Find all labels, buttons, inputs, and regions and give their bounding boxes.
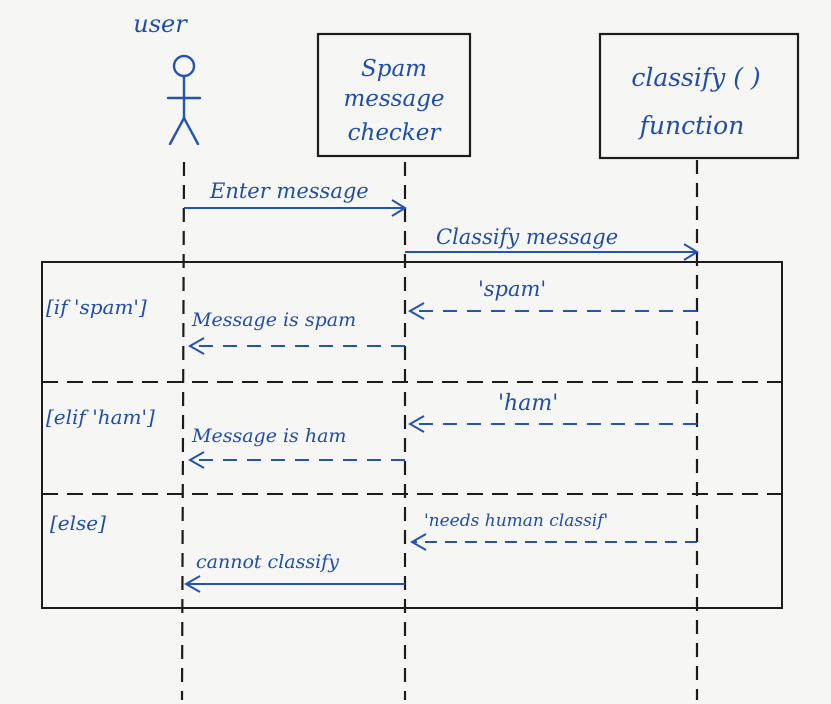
return-needs-human-label: 'needs human classif' — [424, 511, 608, 531]
guard-elif-ham: [elif 'ham'] — [46, 405, 155, 429]
return-ham: 'ham' — [407, 391, 697, 433]
message-enter-label: Enter message — [209, 179, 369, 203]
guard-if-spam: [if 'spam'] — [46, 295, 147, 319]
reply-spam-label: Message is spam — [191, 309, 356, 331]
return-spam: 'spam' — [407, 277, 697, 320]
lifelines — [180, 160, 699, 701]
participant-spam-checker: Spam message checker — [316, 32, 472, 158]
reply-ham-label: Message is ham — [191, 425, 346, 447]
return-ham-label: 'ham' — [498, 391, 558, 416]
participant-classify-line-1: classify ( ) — [631, 63, 760, 92]
participant-classify-line-2: function — [638, 111, 745, 140]
reply-cannot-classify: cannot classify — [183, 551, 405, 593]
fragment-frame — [41, 261, 783, 609]
stick-figure-icon — [166, 54, 202, 146]
participant-box — [316, 32, 472, 158]
reply-spam: Message is spam — [187, 309, 405, 355]
participant-checker-line-1: Spam — [361, 56, 427, 82]
participant-classify-function: classify ( ) function — [598, 32, 800, 160]
participant-user: user — [133, 10, 202, 146]
participant-box — [598, 32, 800, 160]
alt-fragment: [if 'spam'] [elif 'ham'] [else] — [41, 261, 783, 609]
reply-cannot-classify-label: cannot classify — [196, 551, 339, 573]
lifeline-user — [180, 161, 186, 701]
participant-checker-line-2: message — [343, 86, 444, 112]
return-needs-human: 'needs human classif' — [409, 511, 697, 551]
guard-else: [else] — [50, 511, 106, 535]
participant-checker-line-3: checker — [348, 120, 443, 146]
message-classify-label: Classify message — [436, 225, 618, 249]
message-classify: Classify message — [405, 225, 699, 261]
participant-user-label: user — [133, 10, 188, 38]
return-spam-label: 'spam' — [478, 277, 546, 301]
reply-ham: Message is ham — [187, 425, 405, 469]
message-enter: Enter message — [184, 179, 407, 217]
